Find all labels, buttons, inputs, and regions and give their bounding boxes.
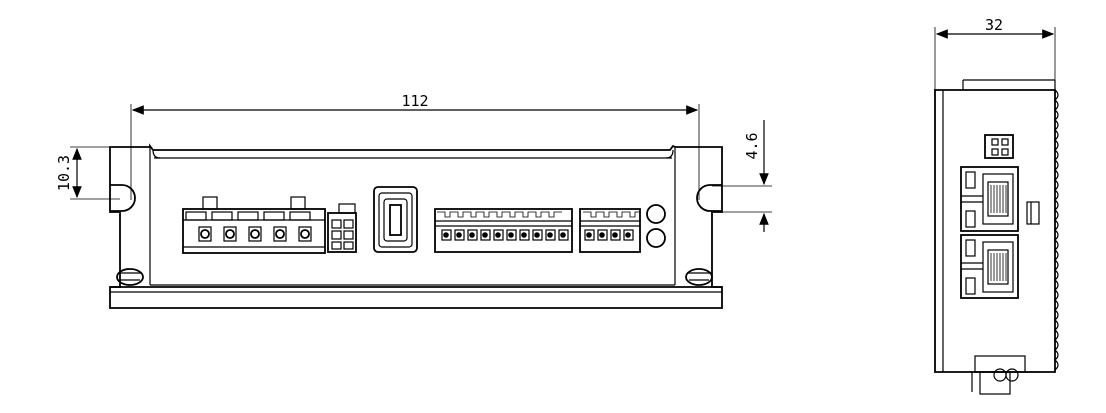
dimension-label-side-depth: 32	[985, 16, 1003, 34]
front-view: 112 10.3 4.6	[55, 92, 772, 309]
right-screw-icon	[685, 268, 713, 286]
dimension-side-depth	[934, 27, 1056, 90]
power-terminal-connector	[182, 196, 326, 254]
right-mount-slot	[696, 184, 722, 212]
side-small-connector	[984, 134, 1014, 159]
dimension-label-overall-width: 112	[401, 92, 428, 110]
rj45-port-upper	[960, 166, 1019, 232]
dimension-overall-width	[130, 104, 700, 200]
front-body-outline	[109, 143, 723, 309]
dimension-hole-offset	[712, 120, 772, 232]
dimension-label-hole-offset: 4.6	[743, 132, 761, 159]
led-indicator-icon	[646, 204, 666, 248]
signal-terminal-4pin	[579, 208, 641, 253]
small-2pin-connector	[327, 203, 357, 253]
dimension-label-mount-height: 10.3	[55, 155, 73, 191]
left-mount-slot	[110, 184, 136, 212]
side-view: 32	[934, 16, 1059, 395]
signal-terminal-10pin	[434, 208, 573, 253]
dimension-mount-height	[70, 146, 120, 200]
usb-port	[373, 186, 418, 253]
rj45-port-lower	[960, 234, 1019, 299]
side-bottom-terminal	[971, 355, 1026, 395]
left-screw-icon	[116, 268, 144, 286]
side-body-outline	[934, 79, 1059, 373]
